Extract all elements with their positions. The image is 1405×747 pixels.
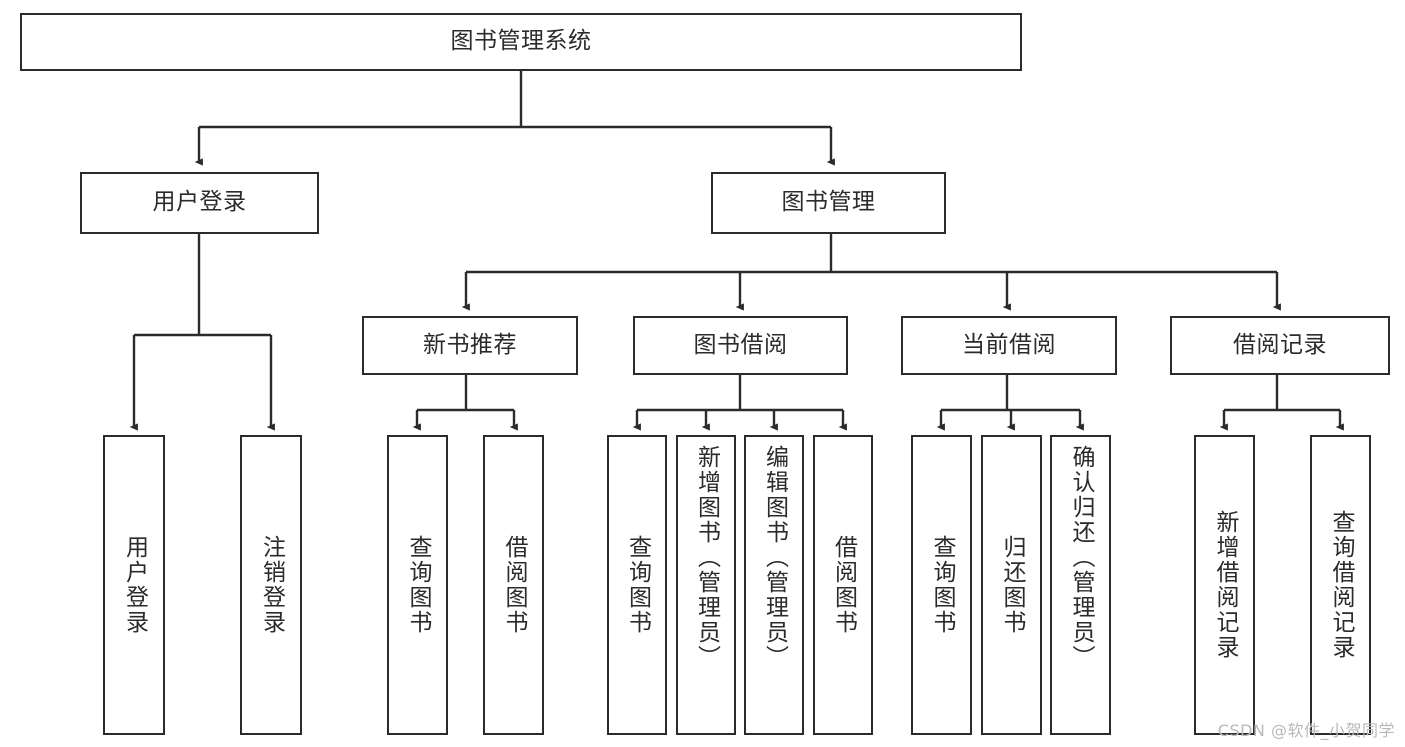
leaf-records-query-record[interactable]: 查询借阅记录 <box>1310 435 1371 735</box>
node-label: 查询图书 <box>929 535 955 635</box>
node-label: 查询借阅记录 <box>1328 510 1354 660</box>
node-user-login[interactable]: 用户登录 <box>80 172 319 234</box>
node-new-book-recommend[interactable]: 新书推荐 <box>362 316 578 375</box>
leaf-user-login-signin[interactable]: 用户登录 <box>103 435 165 735</box>
node-label: 注销登录 <box>258 535 285 635</box>
leaf-borrow-borrow-book[interactable]: 借阅图书 <box>813 435 873 735</box>
node-label: 图书管理 <box>781 189 876 216</box>
leaf-current-confirm-return-admin[interactable]: 确认归还（管理员） <box>1050 435 1111 735</box>
node-label: 用户登录 <box>152 189 247 216</box>
node-label: 用户登录 <box>121 535 148 635</box>
node-label: 新书推荐 <box>423 331 517 358</box>
csdn-watermark: CSDN @软件_小贺同学 <box>1217 721 1395 740</box>
leaf-borrow-add-book-admin[interactable]: 新增图书（管理员） <box>676 435 736 735</box>
node-label: 借阅图书 <box>501 535 527 635</box>
node-root-system[interactable]: 图书管理系统 <box>20 13 1022 71</box>
leaf-current-query-book[interactable]: 查询图书 <box>911 435 972 735</box>
leaf-user-login-signout[interactable]: 注销登录 <box>240 435 302 735</box>
node-borrow-records[interactable]: 借阅记录 <box>1170 316 1390 375</box>
node-label: 新增借阅记录 <box>1212 510 1238 660</box>
node-label: 图书管理系统 <box>450 28 592 55</box>
node-book-management[interactable]: 图书管理 <box>711 172 946 234</box>
leaf-records-add-record[interactable]: 新增借阅记录 <box>1194 435 1255 735</box>
node-book-borrow[interactable]: 图书借阅 <box>633 316 848 375</box>
node-label: 当前借阅 <box>962 331 1056 358</box>
leaf-newbook-query-book[interactable]: 查询图书 <box>387 435 448 735</box>
node-label: 查询图书 <box>624 535 651 635</box>
node-label: 新增图书（管理员） <box>693 445 720 670</box>
node-label: 图书借阅 <box>693 331 788 358</box>
node-label: 借阅记录 <box>1233 331 1327 358</box>
node-label: 归还图书 <box>999 535 1025 635</box>
leaf-newbook-borrow-book[interactable]: 借阅图书 <box>483 435 544 735</box>
leaf-current-return-book[interactable]: 归还图书 <box>981 435 1042 735</box>
node-label: 确认归还（管理员） <box>1068 445 1094 670</box>
node-label: 编辑图书（管理员） <box>761 445 788 670</box>
leaf-borrow-edit-book-admin[interactable]: 编辑图书（管理员） <box>744 435 804 735</box>
node-label: 查询图书 <box>405 535 431 635</box>
node-current-borrow[interactable]: 当前借阅 <box>901 316 1117 375</box>
leaf-borrow-query-book[interactable]: 查询图书 <box>607 435 667 735</box>
node-label: 借阅图书 <box>830 535 857 635</box>
